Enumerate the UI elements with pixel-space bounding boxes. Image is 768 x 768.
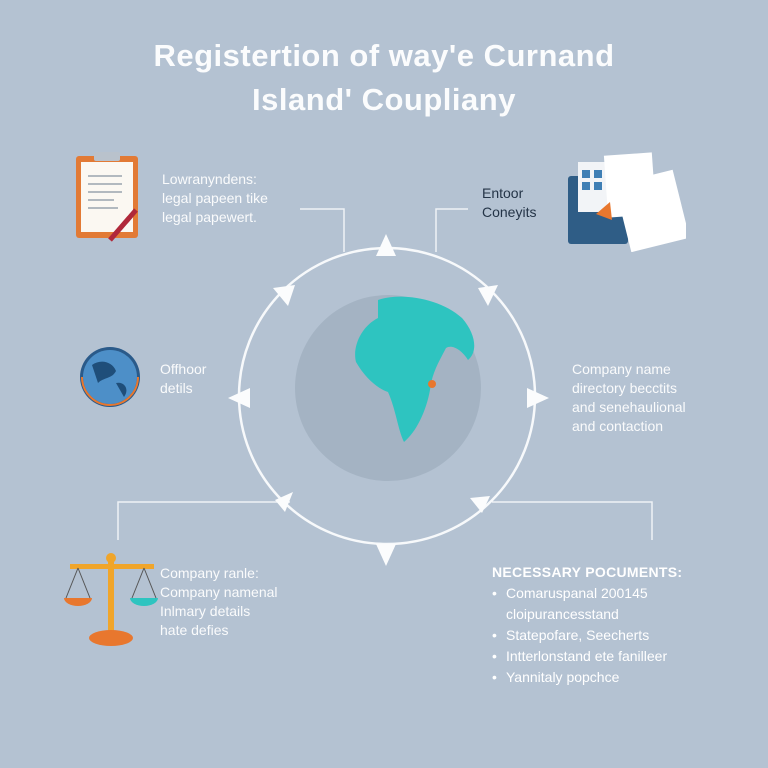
top-right-text: Entoor Coneyits [482, 184, 536, 222]
text-line: hate defies [160, 622, 229, 638]
text-line: Entoor [482, 185, 524, 201]
text-line: Lowranyndens: [162, 171, 257, 187]
title-line-2: Island' Couplіany [252, 82, 516, 117]
text-line: Inlmary details [160, 603, 251, 619]
documents-heading: NECESSARY POCUMENTS: [492, 564, 683, 580]
africa-globe-icon [355, 296, 475, 442]
arrow-bottom [376, 544, 396, 566]
text-line: directory becctits [572, 380, 678, 396]
mid-right-text: Company name directory becctits and sene… [572, 360, 686, 436]
scales-of-justice-icon [64, 553, 158, 646]
list-item: Yannitaly popchce [492, 667, 682, 688]
text-line: and contaction [572, 418, 664, 434]
arrow-bottom-left [275, 492, 293, 512]
text-line: legal papewert. [162, 209, 257, 225]
connector-lines [117, 208, 653, 540]
list-item: Statepofare, Seecherts [492, 625, 682, 646]
text-line: Company namenal [160, 584, 278, 600]
documents-folder-icon [568, 152, 686, 252]
necessary-documents-list: NECESSARY POCUMENTS: Comaruspanal 200145… [492, 562, 682, 688]
list-item-text: Comaruspanal 200145 [506, 585, 648, 601]
arrow-left [228, 388, 250, 408]
arrow-top [376, 234, 396, 256]
text-line: Company name [572, 361, 671, 377]
text-line: Offhoor [160, 361, 207, 377]
text-line: legal papeen tike [162, 190, 268, 206]
arrow-top-left [273, 285, 295, 306]
cycle-arrows [228, 234, 549, 566]
bottom-left-text: Company ranle: Company namenal Inlmary d… [160, 564, 278, 640]
clipboard-icon [76, 152, 138, 242]
mid-left-text: Offhoor detils [160, 360, 206, 398]
world-globe-icon [80, 347, 140, 407]
list-item-text-cont: cloipurancesstand [506, 606, 619, 622]
title-line-1: Registertion of way'e Curnand [153, 38, 615, 73]
text-line: Company ranle: [160, 565, 259, 581]
list-item: Comaruspanal 200145 cloipurancesstand [492, 583, 682, 625]
arrow-right [527, 388, 549, 408]
location-marker-icon [428, 380, 436, 388]
text-line: Coneyits [482, 204, 537, 220]
text-line: and senehaulional [572, 399, 686, 415]
arrow-bottom-right [470, 496, 490, 513]
top-left-text: Lowranyndens: legal papeen tike legal pa… [162, 170, 268, 227]
arrow-top-right [478, 285, 498, 306]
text-line: detils [160, 380, 193, 396]
list-item: Intterlonstand ete fanilleer [492, 646, 682, 667]
